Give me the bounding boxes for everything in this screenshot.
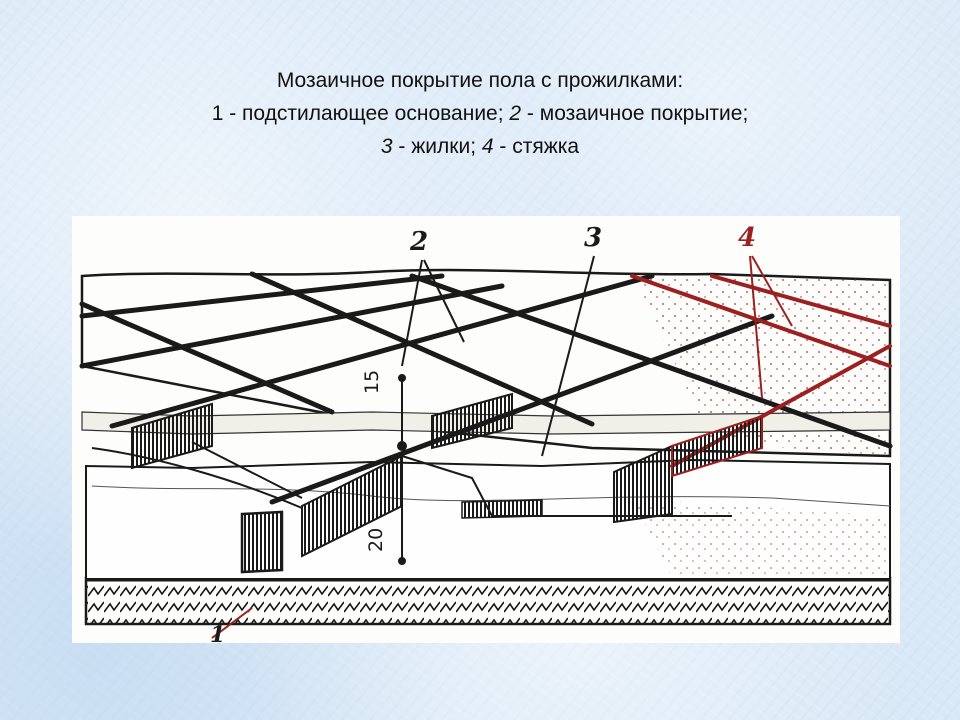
caption-text-2: - мозаичное покрытие; [521, 102, 749, 125]
caption-num-3: 3 [380, 135, 393, 158]
label-screed: 4 [738, 223, 756, 253]
label-base: 1 [210, 622, 225, 643]
mosaic-surface [80, 268, 892, 458]
label-leaders [401, 255, 595, 457]
caption-text-3: - жилки; [392, 135, 482, 158]
floor-diagram: 2 3 4 1 15 20 [72, 216, 900, 643]
figure-caption: Мозаичное покрытие пола с прожилками: 1 … [0, 64, 960, 163]
caption-text-1: - подстилающее основание; [223, 102, 510, 125]
vein-channel [91, 441, 732, 517]
vein-grid [79, 271, 893, 505]
label-veins: 3 [584, 223, 602, 253]
caption-text-4: - стяжка [493, 135, 580, 158]
dimension-15: 15 [361, 370, 383, 394]
caption-num-2: 2 [509, 102, 522, 125]
caption-line-3: 3 - жилки; 4 - стяжка [0, 130, 960, 163]
caption-title: Мозаичное покрытие пола с прожилками: [276, 69, 684, 92]
floor-section-drawing: 2 3 4 1 15 20 [79, 223, 893, 643]
screed-layer [85, 458, 891, 578]
caption-num-4: 4 [481, 135, 494, 158]
dimension-markers [397, 374, 407, 565]
base-layer [84, 576, 892, 626]
caption-num-1: 1 [211, 102, 224, 125]
dimension-20: 20 [365, 528, 387, 552]
caption-line-2: 1 - подстилающее основание; 2 - мозаично… [0, 97, 960, 130]
label-mosaic-coating: 2 [409, 227, 428, 257]
label-leaders-red [211, 255, 793, 639]
vein-strips [131, 392, 763, 574]
